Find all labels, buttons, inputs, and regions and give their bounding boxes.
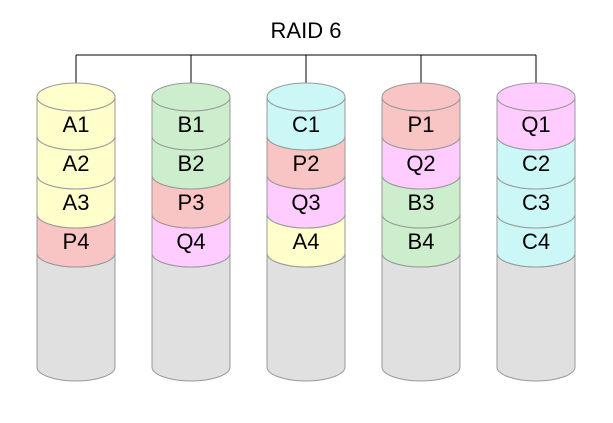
block-label: P3 bbox=[178, 190, 205, 215]
block-label: Q3 bbox=[291, 190, 320, 215]
block-label: A4 bbox=[293, 229, 320, 254]
block-label: C1 bbox=[292, 112, 320, 137]
block-label: A2 bbox=[63, 151, 90, 176]
block-label: B4 bbox=[408, 229, 435, 254]
disk-2-top-cap bbox=[151, 82, 231, 112]
block-label: P1 bbox=[408, 112, 435, 137]
disk-4-free-space bbox=[381, 252, 461, 382]
disk-1-free-space bbox=[36, 252, 116, 382]
block-label: P2 bbox=[293, 151, 320, 176]
block-label: B1 bbox=[178, 112, 205, 137]
block-label: C2 bbox=[522, 151, 550, 176]
disk-3-free-space bbox=[266, 252, 346, 382]
disk-4-top-cap bbox=[381, 82, 461, 112]
diagram-title: RAID 6 bbox=[271, 18, 342, 43]
block-label: Q1 bbox=[521, 112, 550, 137]
disk-2-free-space bbox=[151, 252, 231, 382]
block-label: C4 bbox=[522, 229, 550, 254]
block-label: C3 bbox=[522, 190, 550, 215]
block-label: B3 bbox=[408, 190, 435, 215]
block-label: B2 bbox=[178, 151, 205, 176]
disk-3-top-cap bbox=[266, 82, 346, 112]
block-label: P4 bbox=[63, 229, 90, 254]
block-label: A3 bbox=[63, 190, 90, 215]
block-label: A1 bbox=[63, 112, 90, 137]
block-label: Q4 bbox=[176, 229, 205, 254]
disk-5-free-space bbox=[496, 252, 576, 382]
disk-1-top-cap bbox=[36, 82, 116, 112]
disk-5-top-cap bbox=[496, 82, 576, 112]
block-label: Q2 bbox=[406, 151, 435, 176]
connector-lines bbox=[75, 54, 537, 83]
